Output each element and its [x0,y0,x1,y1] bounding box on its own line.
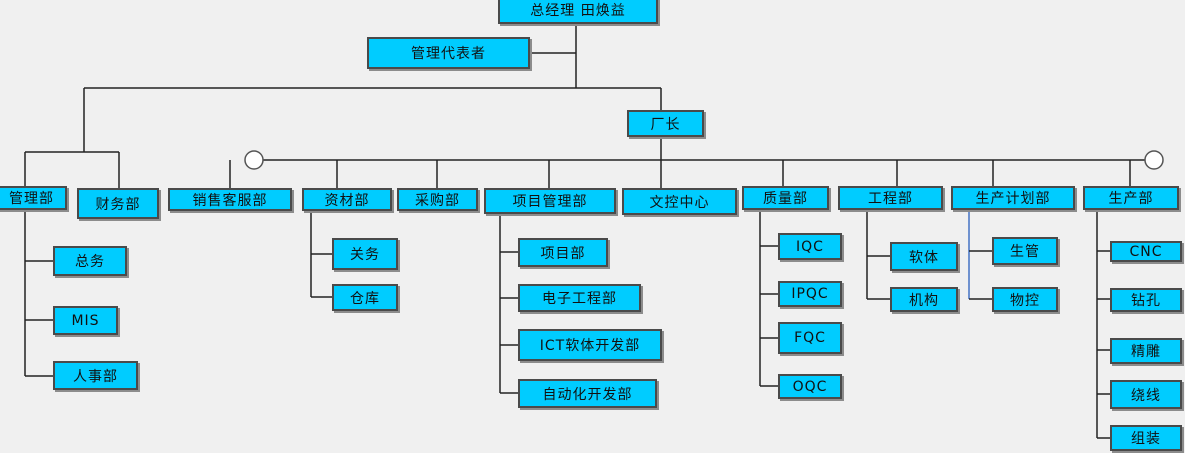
node-project-dept: 项目部 [518,238,608,267]
node-customs: 关务 [332,238,398,270]
node-finance-dept: 财务部 [77,188,159,219]
node-quality-dept: 质量部 [742,186,829,210]
node-winding: 绕线 [1110,380,1182,409]
node-project-mgmt-dept: 项目管理部 [484,188,616,214]
node-electronic-engineering-dept: 电子工程部 [518,284,641,312]
node-ict-software-dept: ICT软体开发部 [518,329,662,361]
node-general-affairs: 总务 [53,246,127,276]
node-iqc: IQC [778,233,842,260]
node-production-dept: 生产部 [1083,186,1179,210]
node-warehouse: 仓库 [332,284,398,311]
node-material-control: 物控 [992,287,1058,312]
node-hr-dept: 人事部 [53,361,138,390]
node-drilling: 钻孔 [1110,288,1182,312]
node-production-control: 生管 [992,237,1058,265]
bus-end-right-circle [1144,150,1164,170]
node-mis: MIS [53,306,118,335]
node-fqc: FQC [778,322,842,354]
node-materials-dept: 资材部 [302,188,392,211]
node-plant-manager: 厂长 [627,110,704,137]
node-cnc: CNC [1110,241,1182,262]
node-ipqc: IPQC [778,281,842,307]
node-general-manager: 总经理 田焕益 [498,0,658,24]
node-doc-control-center: 文控中心 [622,188,737,215]
node-automation-dept: 自动化开发部 [518,379,657,408]
node-sales-service-dept: 销售客服部 [168,188,292,211]
node-management-representative: 管理代表者 [367,37,530,69]
node-admin-dept: 管理部 [0,186,67,210]
node-software: 软体 [890,242,958,271]
node-production-planning-dept: 生产计划部 [951,186,1075,210]
node-purchasing-dept: 采购部 [397,188,478,211]
node-assembly: 组装 [1110,425,1182,451]
bus-end-left-circle [244,150,264,170]
node-oqc: OQC [778,374,842,399]
node-mechanism: 机构 [890,287,958,312]
node-engineering-dept: 工程部 [838,186,943,210]
node-engraving: 精雕 [1110,338,1182,364]
